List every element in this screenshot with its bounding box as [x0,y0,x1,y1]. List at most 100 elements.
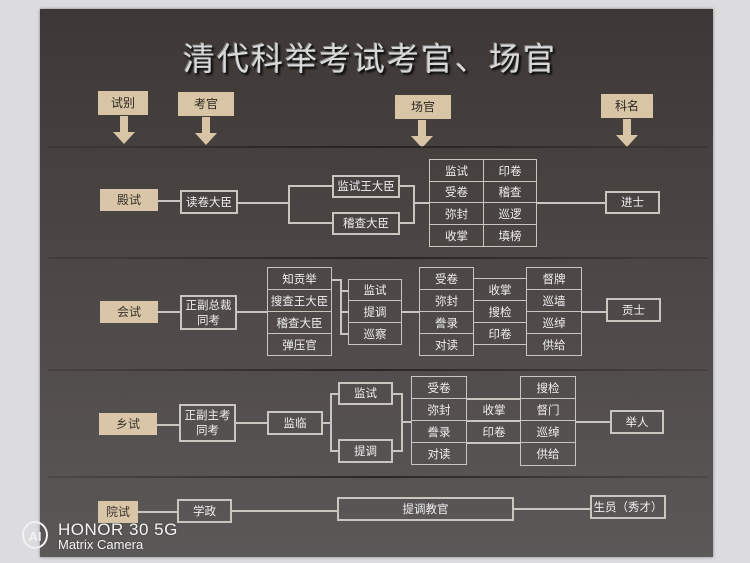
venue-cell: 对读 [419,333,474,356]
connector [467,420,521,422]
connector [288,222,332,224]
level-xiangshi: 乡试 [99,413,157,435]
header-examiners: 考官 [178,92,234,116]
level-huishi: 会试 [100,301,158,323]
band-divider [48,257,708,259]
official-cell: 知贡举 [267,267,332,290]
connector [232,510,337,512]
venue-cell: 供给 [520,442,576,466]
camera-brand: HONOR 30 5G [58,520,178,539]
header-venue-officials: 场官 [395,95,451,119]
official-yuanshi: 提调教官 [337,497,514,521]
venue-cell: 巡墙 [526,289,582,312]
venue-cell: 誊录 [411,420,467,443]
supervisor-box: 监试王大臣 [332,175,400,198]
connector [467,398,521,400]
supervision-box: 提调 [338,439,393,463]
supervision-cell: 监试 [348,279,402,301]
arrow-down-icon [411,120,433,150]
examiner-yuanshi: 学政 [177,499,232,523]
connector [157,424,179,426]
degree-dianshi: 进士 [605,191,660,214]
level-dianshi: 殿试 [100,189,158,211]
connector [467,442,521,444]
connector [514,508,590,510]
connector [236,422,267,424]
venue-cell: 弥封 [419,289,474,312]
connector [158,200,180,202]
venue-cell: 誊录 [419,311,474,334]
examiner-line: 正副总裁 [185,297,232,312]
examiner-line: 正副主考 [184,408,231,422]
examiner-line: 同考 [196,423,219,437]
venue-cell: 填榜 [483,224,537,247]
poster [40,9,713,557]
venue-cell: 巡绰 [520,420,576,443]
band-divider [48,476,708,478]
venue-cell: 供给 [526,333,582,356]
connector [393,450,402,452]
connector [393,393,402,395]
header-exam-level: 试别 [98,91,148,115]
level-yuanshi: 院试 [98,501,138,523]
connector [332,279,341,281]
venue-cell: 巡绰 [526,311,582,334]
ai-camera-icon: AI [22,521,48,549]
official-cell: 搜查王大臣 [267,289,332,312]
supervisor-box: 稽查大臣 [332,212,400,235]
venue-cell: 弥封 [411,398,467,421]
connector [400,222,414,224]
camera-model: Matrix Camera [58,537,144,552]
venue-cell: 督牌 [526,267,582,290]
overseer-box: 监临 [267,411,323,435]
degree-yuanshi: 生员（秀才） [590,495,666,519]
connector [400,185,414,187]
connector [340,290,348,292]
examiner-huishi: 正副总裁 同考 [180,295,237,330]
connector [340,279,342,334]
venue-cell: 巡逻 [483,202,537,225]
degree-xiangshi: 举人 [610,410,664,434]
venue-cell: 收掌 [429,224,484,247]
connector [413,185,415,224]
connector [413,202,429,204]
venue-cell: 搜检 [473,300,527,323]
connector [323,422,331,424]
connector [537,202,605,204]
venue-cell: 稽查 [483,181,537,203]
supervision-cell: 巡察 [348,322,402,345]
connector [401,421,411,423]
venue-cell: 印卷 [483,159,537,182]
band-divider [48,369,708,371]
connector [330,393,338,395]
arrow-down-icon [195,117,217,147]
connector [330,450,338,452]
venue-cell: 受卷 [429,181,484,203]
connector [402,311,419,313]
poster-title: 清代科举考试考官、场官 [182,40,557,78]
examiner-line: 同考 [197,312,220,327]
venue-text: 印卷 [482,424,506,439]
venue-cell: 受卷 [411,376,467,399]
venue-cell: 受卷 [419,267,474,290]
examiner-dianshi: 读卷大臣 [180,190,238,214]
connector [288,185,332,187]
examiner-xiangshi: 正副主考 同考 [179,404,236,442]
arrow-down-icon [616,119,638,149]
connector [237,311,267,313]
venue-cell: 监试 [429,159,484,182]
connector [582,311,606,313]
supervision-cell: 提调 [348,300,402,323]
venue-cell: 收掌 [473,278,527,301]
official-cell: 稽查大臣 [267,311,332,334]
degree-huishi: 贡士 [606,298,661,322]
connector [330,393,332,451]
connector [340,311,348,313]
supervision-box: 监试 [338,382,393,405]
venue-cell: 督门 [520,398,576,421]
venue-text: 收掌 [482,402,506,417]
connector [238,202,288,204]
header-degree: 科名 [601,94,653,118]
official-cell: 弹压官 [267,333,332,356]
venue-cell: 对读 [411,442,467,465]
